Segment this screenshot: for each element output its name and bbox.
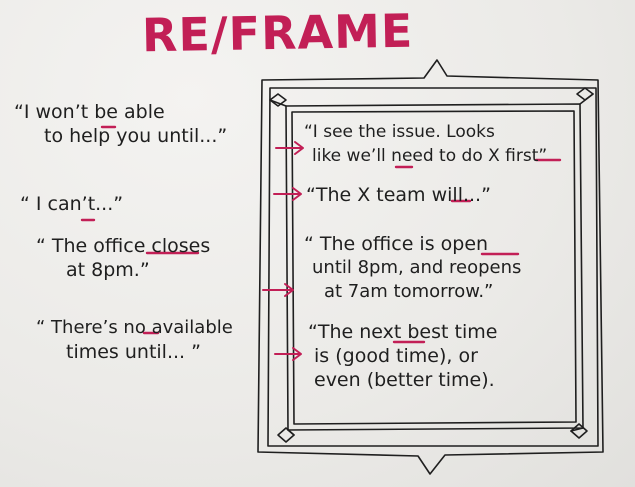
outer-frame	[257, 59, 604, 475]
arrow-3	[262, 283, 294, 297]
arrow-2	[273, 187, 302, 201]
after-phrase-1-line-2: like we’ll need to do X first”	[312, 146, 548, 166]
page-title: RE/FRAME	[141, 3, 414, 63]
before-phrase-3: “ The office closes at 8pm.”	[36, 234, 210, 282]
after-phrase-4-line-2: is (good time), or	[314, 345, 478, 367]
before-phrase-4-line-1: “ There’s no available	[36, 317, 233, 338]
after-phrase-3-line-1: “ The office is open	[304, 233, 489, 255]
before-phrase-1-line-2: to help you until...”	[44, 125, 228, 147]
corner-diamond-tr	[576, 87, 594, 101]
after-phrase-4-line-1: “The next best time	[308, 321, 498, 343]
arrow-1	[275, 141, 304, 155]
outer-frame-inner-line	[267, 87, 599, 447]
before-phrase-2: “ I can’t...”	[20, 192, 123, 216]
after-phrase-2: “The X team will...”	[306, 183, 491, 207]
after-phrase-4: “The next best time is (good time), or e…	[308, 320, 497, 392]
after-phrase-1: “I see the issue. Looks like we’ll need …	[304, 120, 547, 168]
corner-diamond-br	[570, 423, 588, 439]
inner-frame-double	[291, 110, 577, 425]
after-phrase-3-line-3: at 7am tomorrow.”	[324, 281, 494, 302]
before-phrase-4: “ There’s no available times until... ”	[36, 316, 233, 364]
after-phrase-2-line-1: “The X team will...”	[306, 184, 491, 206]
before-phrase-2-line-1: “ I can’t...”	[20, 193, 124, 215]
before-phrase-3-line-1: “ The office closes	[36, 235, 211, 257]
before-phrase-4-line-2: times until... ”	[66, 341, 201, 363]
before-phrase-1: “I won’t be able to help you until...”	[14, 100, 227, 148]
after-phrase-1-line-1: “I see the issue. Looks	[304, 122, 495, 142]
corner-diamond-tl	[269, 93, 287, 107]
arrow-4	[274, 347, 302, 361]
before-phrase-1-line-1: “I won’t be able	[14, 101, 165, 123]
after-phrase-3-line-2: until 8pm, and reopens	[312, 257, 522, 278]
after-phrase-3: “ The office is open until 8pm, and reop…	[304, 232, 521, 304]
before-phrase-3-line-2: at 8pm.”	[66, 259, 150, 281]
after-phrase-4-line-3: even (better time).	[314, 369, 495, 391]
